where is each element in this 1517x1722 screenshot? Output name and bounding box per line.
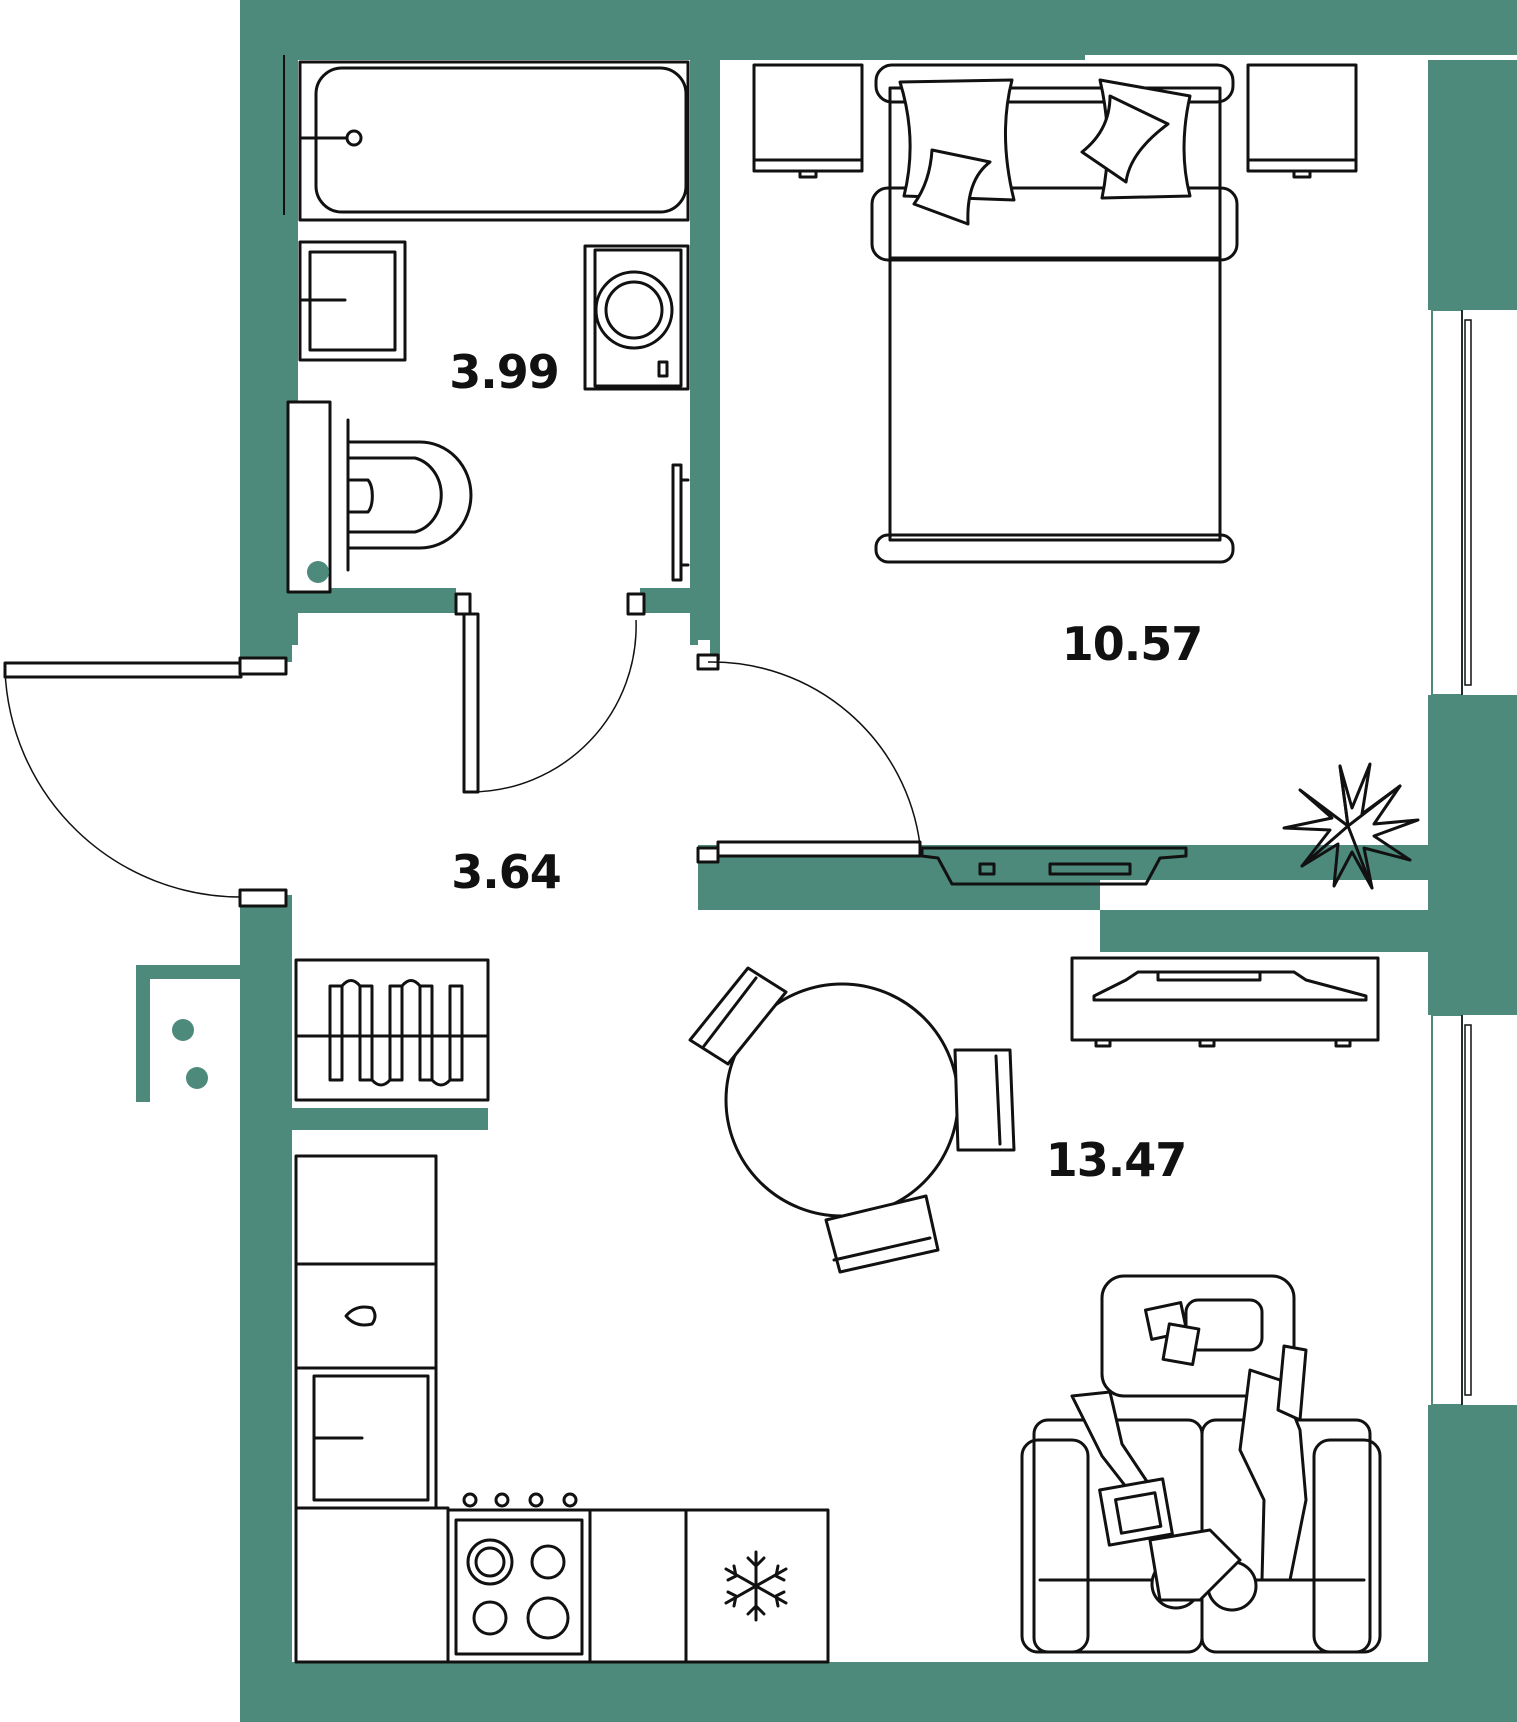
nightstand-icon bbox=[752, 63, 864, 179]
bathtub-icon bbox=[298, 60, 690, 222]
plant-icon bbox=[1282, 762, 1420, 890]
sink-icon bbox=[298, 240, 407, 362]
area-label-hallway: 3.64 bbox=[451, 845, 561, 899]
snowflake-icon bbox=[684, 1508, 830, 1664]
drain-icon bbox=[307, 561, 329, 583]
bed-icon bbox=[870, 63, 1239, 564]
toilet-icon bbox=[286, 400, 473, 594]
shaft-dot-icon bbox=[186, 1067, 208, 1089]
window-bedroom bbox=[1431, 309, 1472, 696]
chair-icon bbox=[688, 966, 788, 1066]
bathroom-door-icon bbox=[454, 592, 646, 794]
tv-stand-icon bbox=[1070, 956, 1380, 1048]
tv-stand-icon bbox=[920, 846, 1188, 886]
bedroom-door-icon bbox=[696, 653, 922, 864]
stove-icon bbox=[446, 1492, 592, 1664]
shoe-rack-icon bbox=[294, 958, 490, 1102]
entrance-door-icon bbox=[3, 656, 288, 908]
area-label-bedroom: 10.57 bbox=[1062, 617, 1203, 671]
pillow-icon bbox=[898, 78, 1192, 226]
chair-icon bbox=[824, 1194, 940, 1274]
washing-machine-icon bbox=[583, 244, 690, 391]
coffee-table-icon bbox=[1100, 1274, 1296, 1398]
chair-icon bbox=[953, 1048, 1016, 1152]
window-living bbox=[1431, 1014, 1472, 1406]
shaft-dot-icon bbox=[172, 1019, 194, 1041]
towel-rail-icon bbox=[671, 463, 690, 582]
people-icon bbox=[1070, 1344, 1308, 1612]
area-label-living-kitchen: 13.47 bbox=[1046, 1133, 1187, 1187]
nightstand-icon bbox=[1246, 63, 1358, 179]
area-label-bathroom: 3.99 bbox=[449, 345, 559, 399]
